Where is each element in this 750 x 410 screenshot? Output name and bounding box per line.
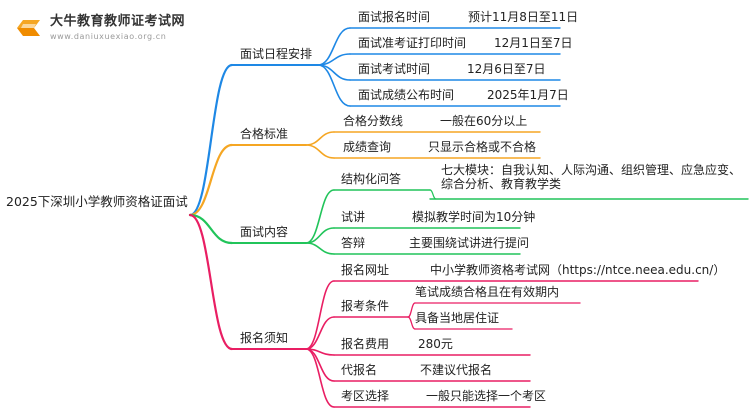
standard-score-label: 合格分数线 xyxy=(343,114,404,128)
link-content-0 xyxy=(305,189,335,244)
link-reg-1 xyxy=(305,316,335,350)
link-schedule-3 xyxy=(317,64,351,107)
schedule-admission-label: 面试准考证打印时间 xyxy=(358,36,467,50)
standard-query-value: 只显示合格或不合格 xyxy=(428,140,537,154)
schedule-results-label: 面试成绩公布时间 xyxy=(358,88,455,102)
standard-query-label: 成绩查询 xyxy=(343,140,392,154)
schedule-results-value: 2025年1月7日 xyxy=(487,88,569,102)
content-structured-label: 结构化问答 xyxy=(341,172,402,186)
reg-region-label: 考区选择 xyxy=(341,389,390,403)
reg-proxy-label: 代报名 xyxy=(341,363,378,377)
branch-schedule: 面试日程安排 xyxy=(240,47,313,61)
brand-url: www.daniuxuexiao.org.cn xyxy=(50,32,167,41)
root-node: 2025下深圳小学教师资格证面试 xyxy=(6,194,188,209)
link-root-content xyxy=(188,213,234,245)
link-reg-0 xyxy=(305,280,335,350)
branch-content: 面试内容 xyxy=(240,225,289,239)
schedule-exam-value: 12月6日至7日 xyxy=(467,62,546,76)
reg-conditions-value-2: 具备当地居住证 xyxy=(415,311,500,325)
reg-conditions-value-1: 笔试成绩合格且在有效期内 xyxy=(415,285,560,299)
link-reg-1-b xyxy=(407,316,416,330)
schedule-exam-label: 面试考试时间 xyxy=(358,62,431,76)
reg-fee-label: 报名费用 xyxy=(341,337,390,351)
content-structured-value: 七大模块：自我认知、人际沟通、组织管理、应急应变、综合分析、教育教学类 xyxy=(441,163,742,191)
schedule-signup-value: 预计11月8日至11日 xyxy=(468,10,579,24)
branch-standard: 合格标准 xyxy=(240,127,289,141)
reg-conditions-label: 报考条件 xyxy=(341,299,390,313)
schedule-admission-value: 12月1日至7日 xyxy=(494,36,573,50)
link-root-standard xyxy=(188,143,234,217)
link-standard-1 xyxy=(305,144,335,159)
link-standard-0 xyxy=(305,131,335,146)
brand-logo-icon xyxy=(17,20,40,36)
link-content-0-value xyxy=(429,189,437,200)
schedule-signup-label: 面试报名时间 xyxy=(358,10,431,24)
link-reg-4 xyxy=(305,348,335,408)
branch-registration: 报名须知 xyxy=(240,331,289,345)
content-defense-label: 答辩 xyxy=(341,236,366,250)
link-content-2 xyxy=(305,242,335,255)
content-defense-value: 主要围绕试讲进行提问 xyxy=(409,236,530,250)
reg-proxy-value: 不建议代报名 xyxy=(420,363,493,377)
reg-website-value: 中小学教师资格考试网（https://ntce.neea.edu.cn/） xyxy=(430,263,726,277)
reg-region-value: 一般只能选择一个考区 xyxy=(426,389,547,403)
content-lecture-label: 试讲 xyxy=(341,210,366,224)
link-root-registration xyxy=(188,213,234,351)
reg-fee-value: 280元 xyxy=(418,337,453,351)
link-reg-1-a xyxy=(407,302,416,318)
brand-name: 大牛教育教师证考试网 xyxy=(50,14,186,29)
link-root-schedule xyxy=(188,63,234,217)
standard-score-value: 一般在60分以上 xyxy=(440,114,528,128)
content-lecture-value: 模拟教学时间为10分钟 xyxy=(412,210,536,224)
reg-website-label: 报名网址 xyxy=(341,263,390,277)
